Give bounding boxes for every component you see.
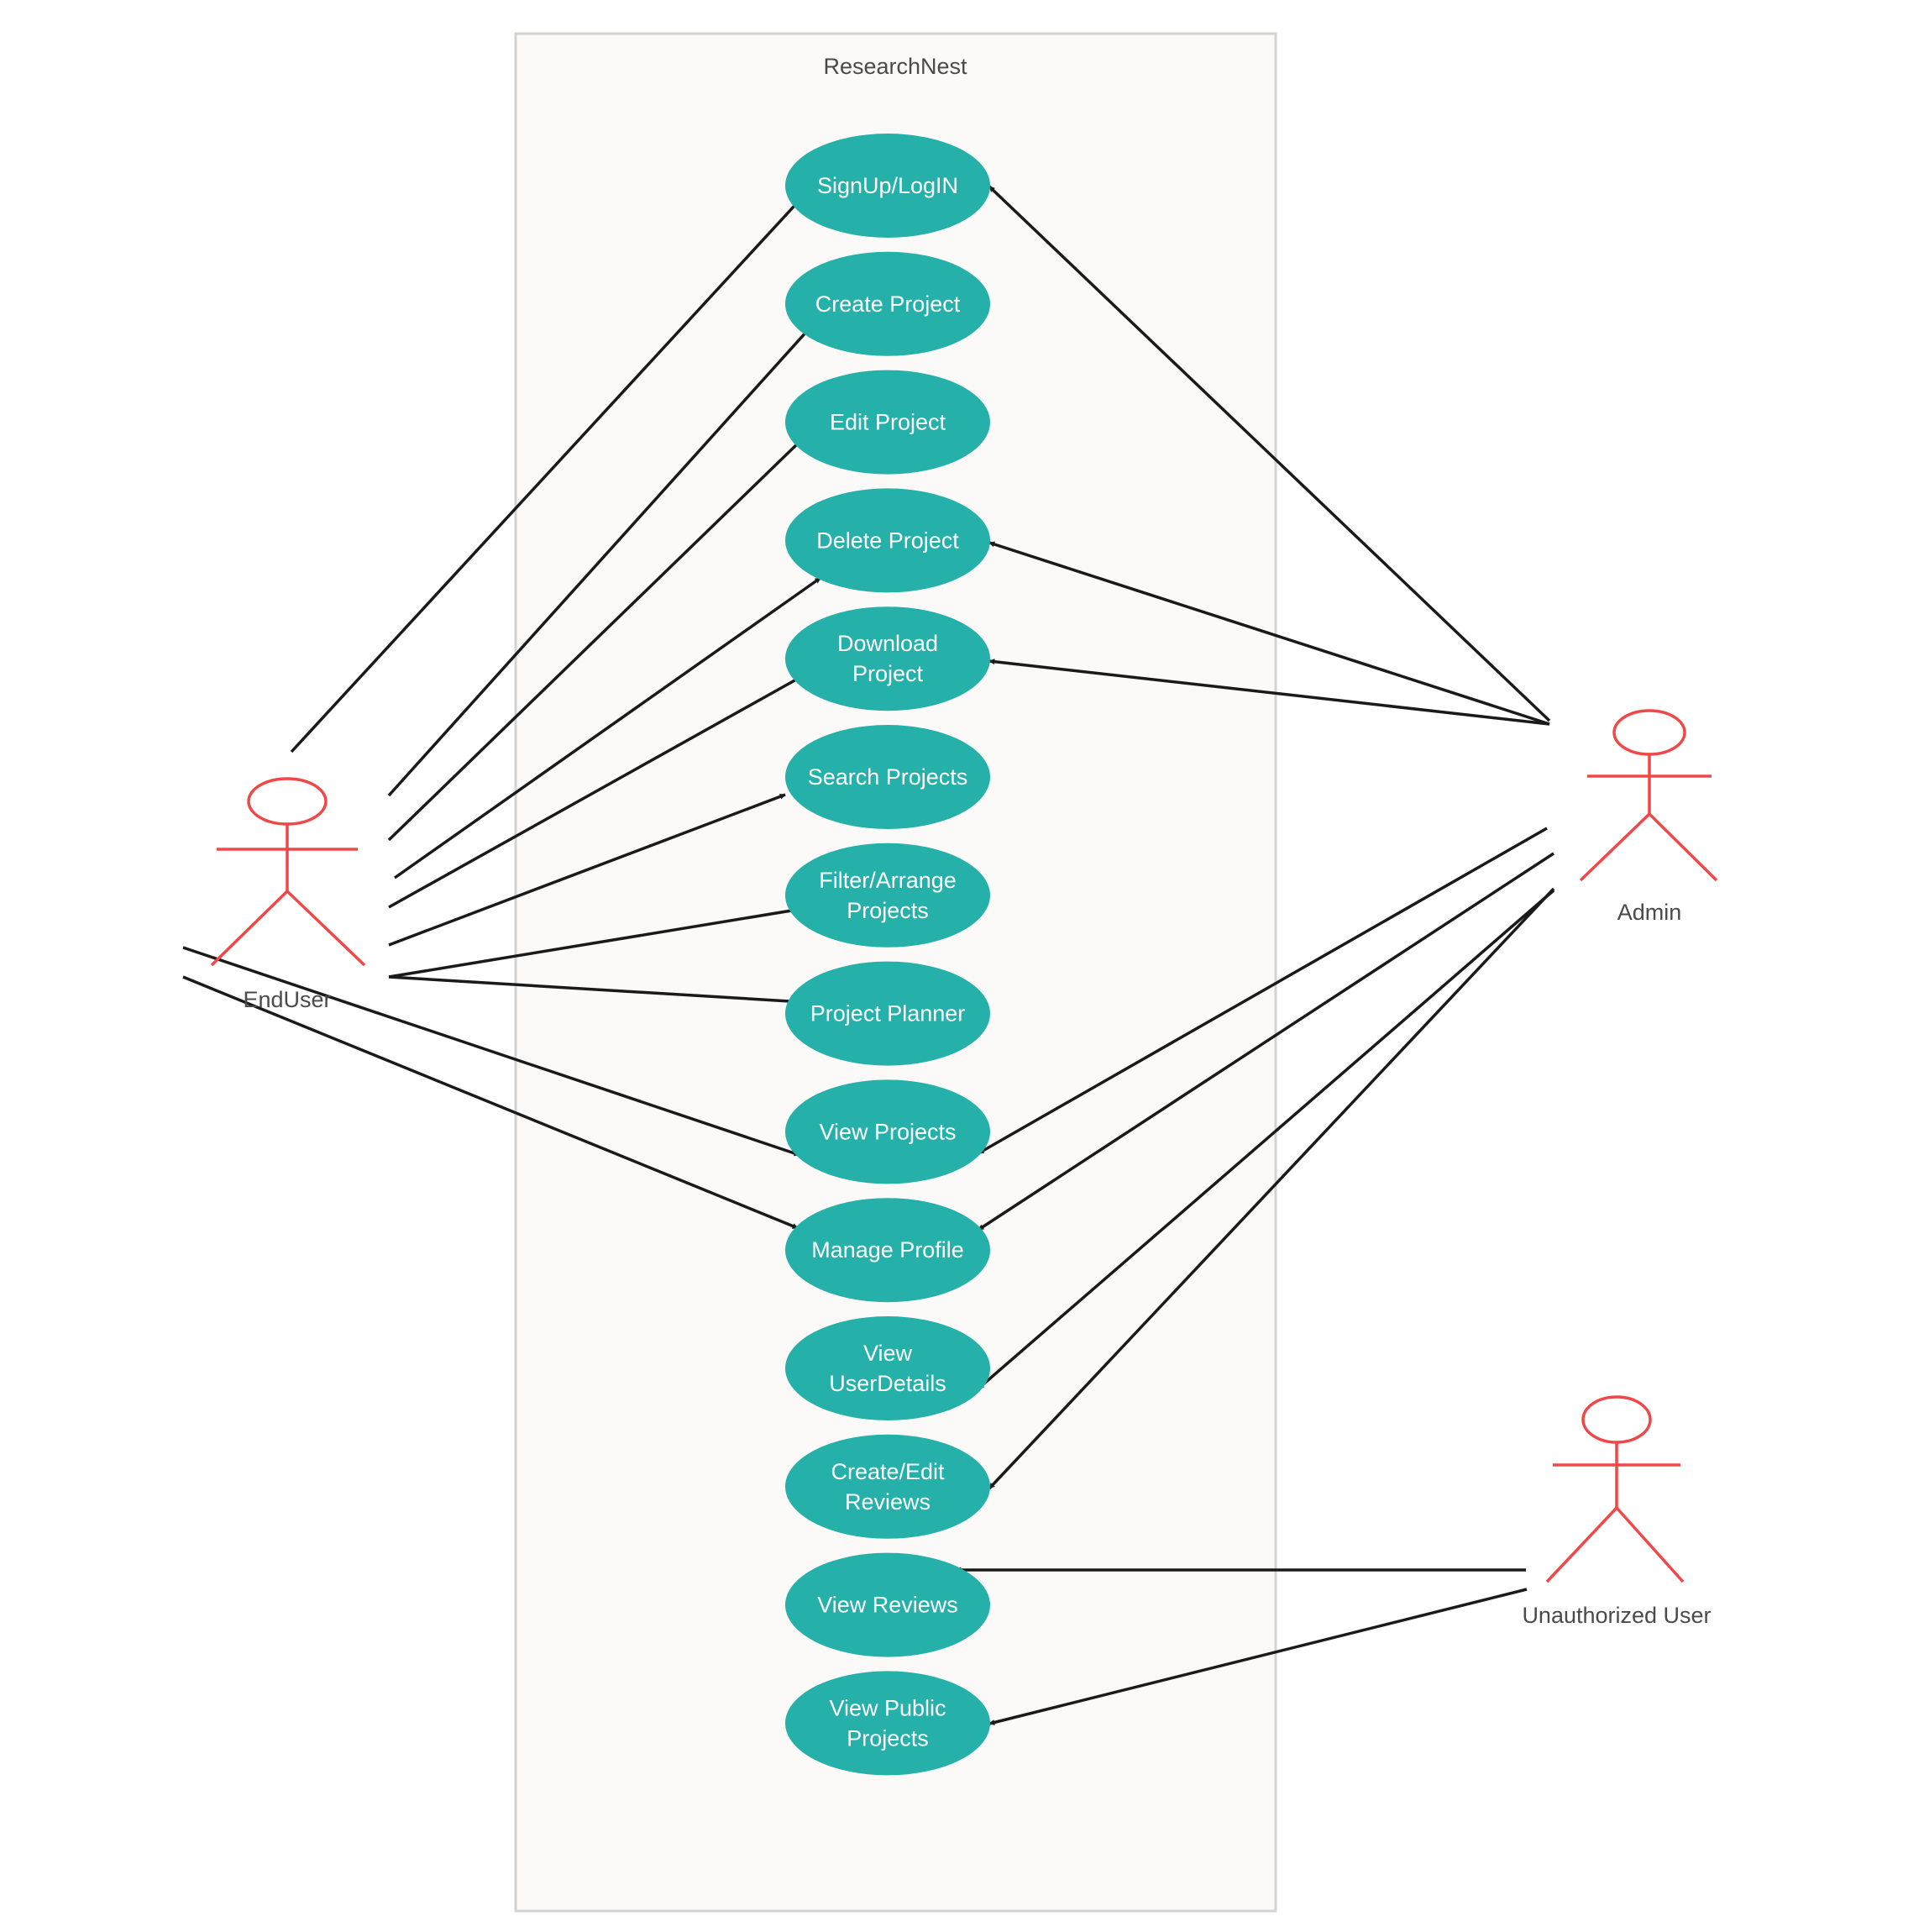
use-case-create_project: Create Project xyxy=(785,251,990,356)
actor-admin: Admin xyxy=(1579,709,1718,925)
use-case-label: View Projects xyxy=(819,1119,956,1144)
actor-left-leg xyxy=(1545,1506,1618,1583)
association-enduser-to-signup xyxy=(290,173,825,753)
use-case-label: Project Planner xyxy=(810,1001,966,1026)
use-case-label: SignUp/LogIN xyxy=(817,173,958,198)
use-case-project_planner: Project Planner xyxy=(785,961,990,1066)
association-enduser-to-edit_project xyxy=(387,413,829,842)
association-enduser-to-search_projects xyxy=(388,793,786,947)
use-case-label: Download xyxy=(837,631,938,656)
use-case-ellipse xyxy=(785,1552,990,1657)
use-case-view_projects: View Projects xyxy=(785,1079,990,1184)
actor-left-leg xyxy=(1579,812,1651,882)
use-case-label: Filter/Arrange xyxy=(819,868,957,893)
association-admin-to-signup xyxy=(988,185,1551,722)
use-case-ellipse xyxy=(785,725,990,829)
use-case-ellipse xyxy=(785,961,990,1066)
use-case-label: Search Projects xyxy=(808,764,968,790)
use-case-label: Reviews xyxy=(845,1489,931,1515)
actor-right-leg xyxy=(286,890,366,967)
use-case-label: View xyxy=(863,1341,913,1366)
actor-left-leg xyxy=(210,890,289,967)
association-admin-to-view_userdetails xyxy=(977,889,1555,1390)
use-case-ellipse xyxy=(785,251,990,356)
use-case-label: Projects xyxy=(847,1725,929,1751)
use-case-signup: SignUp/LogIN xyxy=(785,134,990,238)
use-case-label: View Reviews xyxy=(817,1593,958,1618)
use-case-manage_profile: Manage Profile xyxy=(785,1198,990,1303)
use-case-label: Manage Profile xyxy=(811,1237,964,1263)
use-case-ellipse xyxy=(785,134,990,238)
use-case-ellipse xyxy=(785,1671,990,1776)
actor-label: Unauthorized User xyxy=(1522,1603,1711,1628)
use-case-edit_project: Edit Project xyxy=(785,370,990,475)
use-case-ellipse xyxy=(785,1198,990,1303)
use-case-ellipse xyxy=(785,488,990,593)
association-enduser-to-project_planner xyxy=(388,975,832,1007)
actor-label: EndUser xyxy=(243,987,331,1012)
association-enduser-to-view_projects xyxy=(182,946,800,1157)
use-case-label: Delete Project xyxy=(816,528,959,553)
association-enduser-to-download_project xyxy=(388,662,826,909)
use-case-ellipse xyxy=(785,843,990,948)
use-case-label: Edit Project xyxy=(830,410,946,435)
use-case-ellipse xyxy=(785,370,990,475)
use-case-delete_project: Delete Project xyxy=(785,488,990,593)
use-case-label: Create/Edit xyxy=(831,1459,945,1484)
association-admin-to-download_project xyxy=(988,659,1550,726)
actor-right-leg xyxy=(1648,812,1718,882)
actor-head xyxy=(1581,1395,1652,1444)
system-title: ResearchNest xyxy=(823,54,967,79)
use-case-label: UserDetails xyxy=(829,1371,946,1396)
use-case-ellipse xyxy=(785,1316,990,1420)
actor-right-leg xyxy=(1615,1506,1685,1583)
association-admin-to-manage_profile xyxy=(978,852,1554,1231)
actor-head xyxy=(1612,709,1686,756)
association-unauth-to-view_public_projects xyxy=(988,1588,1528,1725)
use-case-label: View Public xyxy=(829,1695,946,1720)
association-admin-to-view_projects xyxy=(978,827,1548,1155)
use-case-label: Projects xyxy=(847,898,929,923)
use-case-ellipse xyxy=(785,1434,990,1539)
association-admin-to-create_edit_reviews xyxy=(988,887,1555,1490)
associations xyxy=(182,173,1555,1725)
actor-unauth: Unauthorized User xyxy=(1522,1395,1712,1628)
actor-enduser: EndUser xyxy=(210,777,366,1012)
use-case-label: Project xyxy=(852,661,924,686)
association-enduser-to-delete_project xyxy=(393,576,822,879)
association-enduser-to-create_project xyxy=(387,295,840,797)
use-case-search_projects: Search Projects xyxy=(785,725,990,829)
association-enduser-to-filter_arrange xyxy=(388,902,828,979)
use-case-view_reviews: View Reviews xyxy=(785,1552,990,1657)
use-case-ellipse xyxy=(785,1079,990,1184)
use-case-label: Create Project xyxy=(815,291,961,317)
use-case-ellipse xyxy=(785,606,990,711)
actor-label: Admin xyxy=(1617,900,1682,925)
association-admin-to-delete_project xyxy=(988,541,1550,726)
actor-head xyxy=(247,777,328,826)
association-enduser-to-manage_profile xyxy=(182,975,799,1230)
